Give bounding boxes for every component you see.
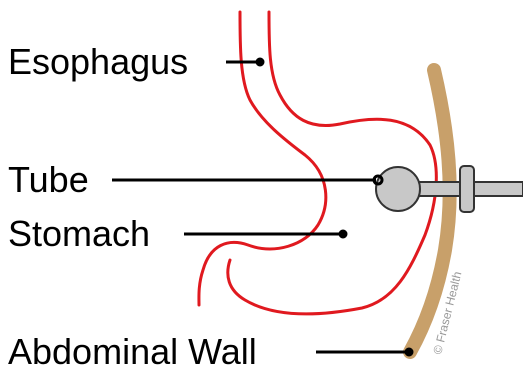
esophagus-left-wall bbox=[199, 12, 326, 305]
tube-label: Tube bbox=[8, 159, 89, 200]
stomach-leader-dot bbox=[340, 231, 346, 237]
organ-outline bbox=[199, 12, 436, 314]
esophagus-right-wall bbox=[228, 12, 437, 314]
internal-balloon bbox=[376, 167, 420, 211]
esophagus-label: Esophagus bbox=[8, 41, 188, 82]
abdominal-wall-label: Abdominal Wall bbox=[8, 331, 257, 367]
abdominal-wall-leader-dot bbox=[406, 349, 412, 355]
stomach-label: Stomach bbox=[8, 213, 150, 254]
esophagus-leader-dot bbox=[257, 59, 263, 65]
leader-lines bbox=[112, 59, 412, 355]
external-bolster bbox=[460, 166, 474, 212]
